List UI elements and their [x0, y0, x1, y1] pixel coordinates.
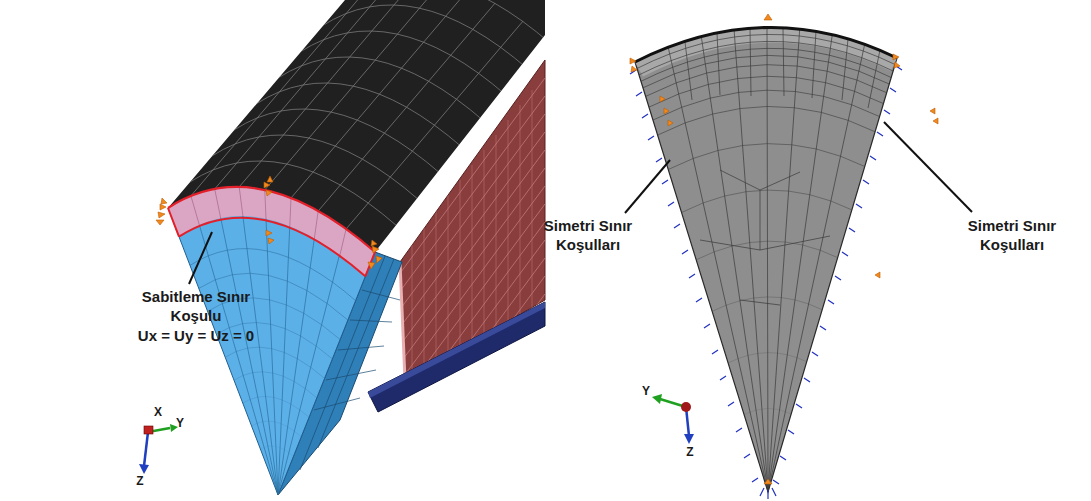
fixed-support-markers — [156, 176, 382, 269]
axis-label: Y — [642, 384, 650, 399]
callout-label: Simetri Sınır Koşulları — [962, 217, 1062, 255]
axis-label: Y — [176, 416, 184, 431]
symmetry-markers — [630, 66, 902, 499]
axis-label: Z — [136, 474, 143, 489]
callout-label: Ux = Uy = Uz = 0 — [138, 327, 254, 346]
callout-label: Sabitleme Sınır Koşulu — [140, 288, 252, 326]
axis-triad — [139, 424, 178, 474]
callout-label: Simetri Sınır Koşulları — [538, 217, 638, 255]
leader-lines — [189, 122, 972, 284]
axis-triad — [652, 394, 694, 444]
axis-label: X — [154, 405, 162, 420]
support-markers — [630, 14, 938, 484]
beam — [368, 302, 545, 412]
symmetry-section — [635, 27, 897, 492]
axis-label: Z — [686, 445, 693, 460]
